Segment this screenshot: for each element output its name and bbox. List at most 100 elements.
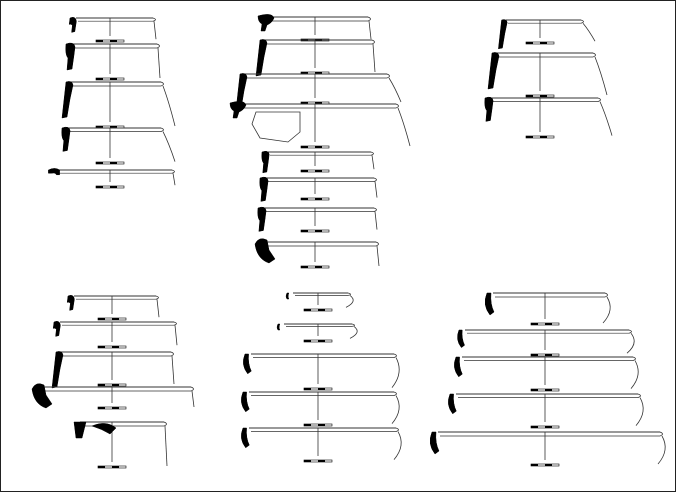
group-4-profile-4 [31,383,195,410]
rim-section [73,421,117,439]
group-1-profile-3 [61,81,176,129]
body-wall [635,397,644,426]
scale-bar-segment [112,346,119,348]
rim-section [484,96,494,122]
rim-section [257,14,275,32]
scale-bar-segment [315,230,322,232]
rim-section [498,19,508,50]
group-4-profile-1 [66,295,160,321]
rim-end [371,39,375,45]
rim-end [373,207,377,212]
rim-section [454,356,463,378]
rim-end [152,17,156,22]
group-2-profile-5 [261,150,375,174]
group-5-profile-1 [285,292,354,312]
body-wall [582,22,596,42]
group-5-profile-3 [243,353,400,391]
group-4-profile-3 [51,351,175,389]
scale-bar-segment [98,346,105,348]
rim-section [51,351,64,389]
rim-end [597,97,601,102]
group-6-profile-5 [429,431,666,467]
group-5-profile-4 [241,391,400,427]
body-wall [630,360,639,389]
rim-section [487,52,500,90]
rim-end [592,52,596,58]
group-1-profile-4 [61,126,176,165]
rim-end [393,391,397,396]
scale-bar-segment [110,162,117,164]
scale-bar-segment [540,42,547,44]
scale-bar-segment [98,407,105,409]
scale-bar-segment [304,460,311,462]
rim-end [386,73,390,79]
rim-end [173,321,177,326]
vessel-outline [251,111,301,143]
profile-group-6 [429,292,666,467]
rim-section [276,323,281,331]
group-1-profile-2 [65,42,161,81]
rim-end [395,427,399,432]
rim-end [163,421,167,427]
scale-bar-segment [531,354,538,356]
scale-bar-segment [315,198,322,200]
scale-bar-segment [301,266,308,268]
body-wall [345,295,354,308]
group-2-profile-8 [254,238,380,269]
body-wall [397,107,411,147]
body-wall [657,435,666,465]
rim-section [241,391,250,413]
profile-group-5 [241,292,402,463]
group-5-profile-5 [241,427,402,463]
scale-bar-segment [110,126,117,128]
body-wall [164,425,168,467]
group-3-profile-2 [487,52,608,98]
body-wall [162,131,176,162]
scale-bar-segment [301,198,308,200]
rim-section [52,321,61,337]
scale-bar-segment [526,42,533,44]
rim-end [395,103,399,109]
body-wall [349,326,358,339]
scale-bar-segment [531,426,538,428]
body-wall [157,47,161,79]
scale-bar-segment [304,388,311,390]
rim-section [65,42,76,71]
scale-bar-segment [318,340,325,342]
rim-section [254,238,276,264]
rim-end [347,292,351,296]
scale-bar-segment [315,146,322,148]
group-2-profile-7 [257,206,378,233]
profile-group-2 [229,14,411,269]
rim-section [229,101,247,119]
scale-bar-segment [545,354,552,356]
scale-bar-segment [526,136,533,138]
body-wall [626,332,635,354]
group-1-profile-1 [68,17,157,43]
scale-bar-segment [96,126,103,128]
rim-section [48,168,60,176]
scale-bar-segment [112,384,119,386]
scale-bar-segment [531,323,538,325]
scale-bar-segment [318,424,325,426]
body-wall [171,355,175,385]
rim-end [373,177,377,182]
body-wall [602,296,611,324]
scale-bar-segment [110,186,117,188]
rim-end [160,127,164,132]
rim-section [241,427,250,449]
body-wall [372,43,376,73]
group-6-profile-1 [484,292,611,326]
profile-group-1 [48,17,176,189]
scale-bar-segment [545,464,552,466]
scale-bar-segment [301,72,308,74]
group-2-profile-3 [235,73,402,111]
scale-bar-segment [304,309,311,311]
scale-bar-segment [318,388,325,390]
scale-bar-segment [112,466,119,468]
scale-bar-segment [545,323,552,325]
rim-end [171,169,175,174]
scale-bar-segment [304,340,311,342]
group-6-profile-3 [454,356,639,392]
